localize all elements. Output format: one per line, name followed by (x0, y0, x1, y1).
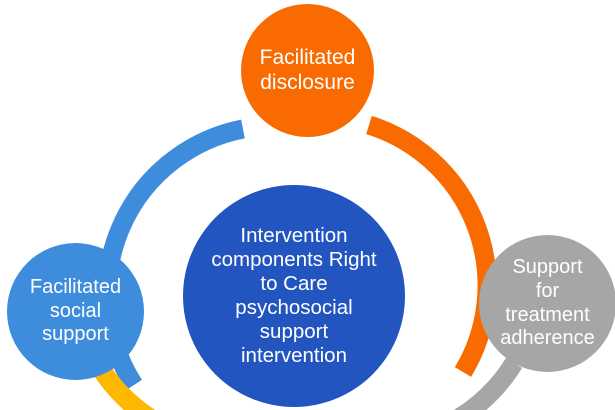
connector-right-downward (453, 357, 523, 410)
node-facilitated-social-support[interactable]: Facilitated social support (7, 243, 144, 380)
connector-top-to-right (366, 115, 497, 377)
node-top-label: Facilitated disclosure (259, 45, 356, 94)
node-left-label: Facilitated social support (29, 276, 122, 346)
node-facilitated-disclosure[interactable]: Facilitated disclosure (241, 4, 374, 137)
node-center-label: Intervention components Right to Care ps… (211, 224, 377, 367)
node-right-label: Support for treatment adherence (500, 256, 595, 350)
node-support-for-treatment-adherence[interactable]: Support for treatment adherence (479, 235, 615, 372)
node-intervention-components[interactable]: Intervention components Right to Care ps… (183, 185, 405, 407)
